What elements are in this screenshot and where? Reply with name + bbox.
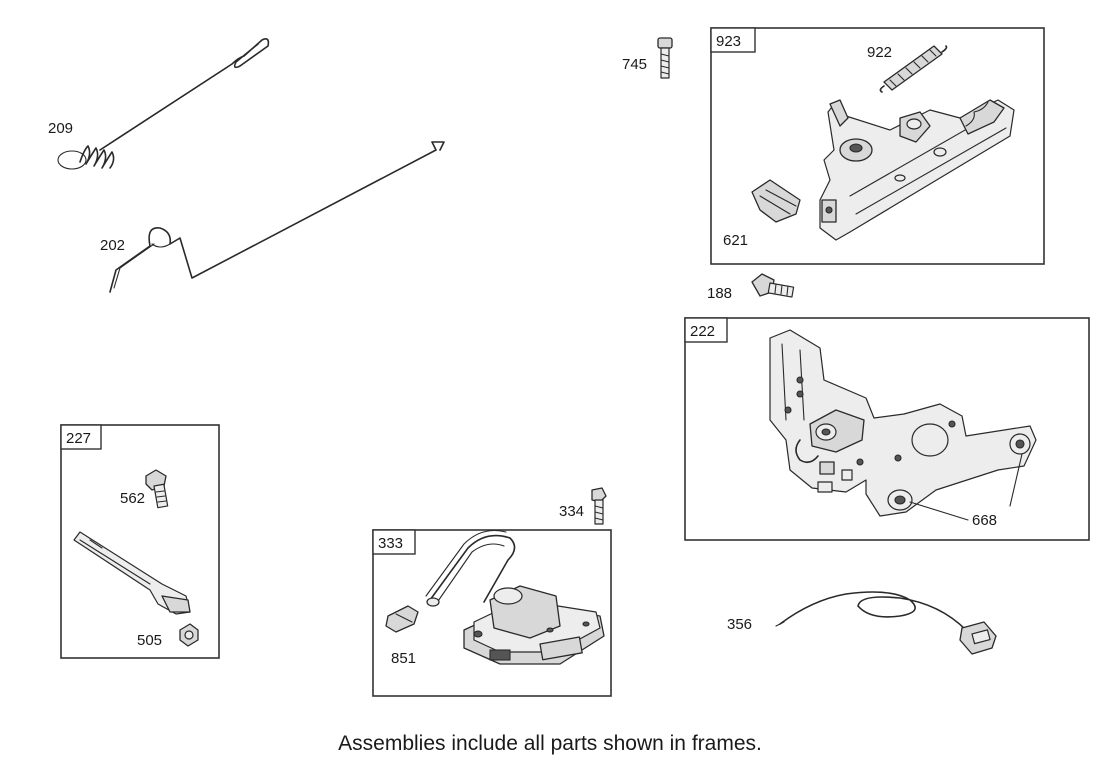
label-188: 188 <box>707 285 732 302</box>
label-668: 668 <box>972 512 997 529</box>
frame-227-label: 227 <box>66 430 91 447</box>
frame-227: 227 <box>60 424 220 659</box>
clip-621 <box>751 179 801 223</box>
ignition-coil-333 <box>425 529 605 665</box>
control-bracket-923 <box>751 45 1015 241</box>
bolt-562 <box>145 469 169 509</box>
lever-227 <box>73 531 191 615</box>
spring-922 <box>879 45 948 93</box>
caption: Assemblies include all parts shown in fr… <box>338 732 762 755</box>
rod-202 <box>109 141 445 293</box>
label-851: 851 <box>391 650 416 667</box>
label-334: 334 <box>559 503 584 520</box>
nut-505 <box>179 623 199 647</box>
frame-222-label: 222 <box>690 323 715 340</box>
label-562: 562 <box>120 490 145 507</box>
label-505: 505 <box>137 632 162 649</box>
terminal-851 <box>385 605 419 633</box>
frame-923: 923 <box>710 27 1045 265</box>
label-621: 621 <box>723 232 748 249</box>
label-745: 745 <box>622 56 647 73</box>
frame-333: 333 <box>372 529 612 697</box>
label-922: 922 <box>867 44 892 61</box>
spring-209 <box>57 38 270 170</box>
bolt-745 <box>657 37 673 79</box>
wire-356 <box>775 591 997 655</box>
label-356: 356 <box>727 616 752 633</box>
frame-222: 222 <box>684 317 1090 541</box>
bracket-222 <box>769 329 1037 521</box>
frame-333-label: 333 <box>378 535 403 552</box>
frame-923-label: 923 <box>716 33 741 50</box>
bolt-188 <box>751 273 795 298</box>
label-202: 202 <box>100 237 125 254</box>
bolt-334 <box>591 487 607 525</box>
label-209: 209 <box>48 120 73 137</box>
